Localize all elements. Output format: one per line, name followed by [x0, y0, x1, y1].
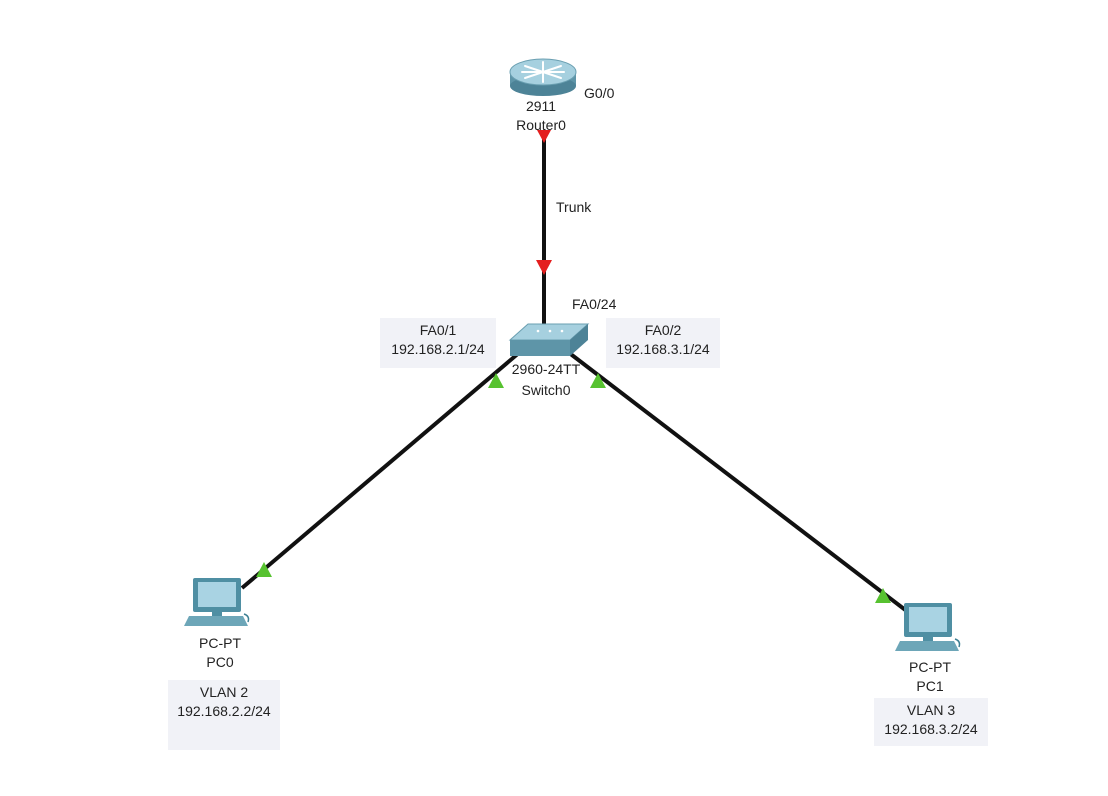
note-fa01-ip: 192.168.2.1/24: [391, 341, 485, 357]
router-port-label: G0/0: [584, 85, 615, 101]
pc0-icon[interactable]: [184, 578, 250, 626]
pc0-port-marker: [256, 562, 272, 577]
switch-name-label: Switch0: [521, 382, 571, 398]
note-pc1-vlan: VLAN 3: [906, 702, 956, 718]
router-name-label: Router0: [516, 117, 566, 133]
note-fa02-port: FA0/2: [644, 322, 682, 338]
switch-icon[interactable]: [508, 323, 590, 356]
note-pc1-ip: 192.168.3.2/24: [884, 721, 978, 737]
switch-port-marker-fa024: [536, 260, 552, 275]
note-fa01-port: FA0/1: [419, 322, 457, 338]
router-model-label: 2911: [525, 98, 557, 114]
trunk-label: Trunk: [556, 199, 592, 215]
router-port-marker: [537, 130, 551, 143]
link-switch-pc1[interactable]: [566, 350, 910, 614]
note-fa02-ip: 192.168.3.1/24: [616, 341, 710, 357]
note-pc1: VLAN 3 192.168.3.2/24: [874, 698, 988, 746]
switch-model-label: 2960-24TT: [511, 361, 581, 377]
note-pc0: VLAN 2 192.168.2.2/24: [168, 680, 280, 750]
pc0-name-label: PC0: [206, 654, 234, 670]
router-icon[interactable]: [509, 58, 577, 96]
pc1-icon[interactable]: [895, 603, 961, 651]
switch-port-marker-fa02: [590, 373, 606, 388]
switch-port-marker-fa01: [488, 373, 504, 388]
switch-port-label: FA0/24: [572, 296, 617, 312]
link-switch-pc0[interactable]: [240, 350, 522, 590]
note-pc0-vlan: VLAN 2: [199, 684, 249, 700]
pc0-model-label: PC-PT: [199, 635, 241, 651]
pc1-model-label: PC-PT: [909, 659, 951, 675]
note-pc0-ip: 192.168.2.2/24: [177, 703, 271, 719]
pc1-name-label: PC1: [916, 678, 944, 694]
note-fa01: FA0/1 192.168.2.1/24: [380, 318, 496, 368]
pc1-port-marker: [875, 588, 891, 603]
note-fa02: FA0/2 192.168.3.1/24: [606, 318, 720, 368]
